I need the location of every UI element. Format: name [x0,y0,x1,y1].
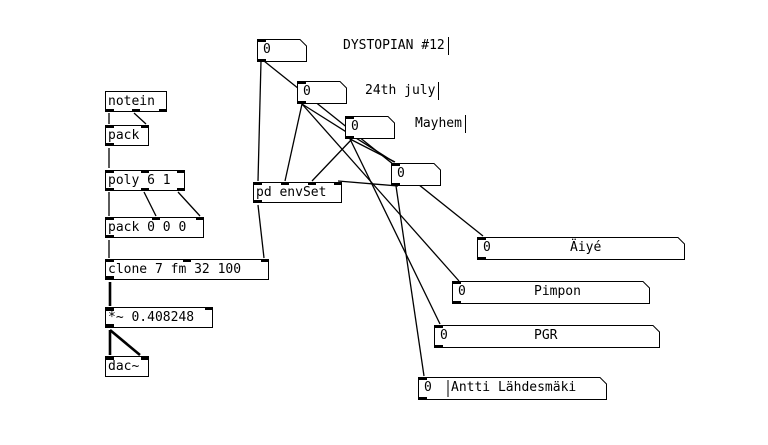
cord-n3-pgr [349,138,441,325]
clone-object[interactable]: clone 7 fm 32 100 [105,259,269,280]
multiply-signal-object[interactable]: *~ 0.408248 [105,307,213,328]
cord-n4-envset [337,180,399,187]
cord-n2-pimpon [301,103,460,282]
number-box-antti-label: Antti Lähdesmäki [451,380,577,395]
envset-subpatch-object[interactable]: pd envSet [253,182,342,203]
number-box-1[interactable]: 0 [257,39,307,62]
dac-object[interactable]: dac~ [105,356,149,377]
title-comment[interactable]: DYSTOPIAN #12 [343,37,449,55]
number-box-3-value: 0 [351,119,359,134]
multiply-signal-label: *~ 0.408248 [108,310,195,325]
pack-0-0-0-object[interactable]: pack 0 0 0 [105,217,204,238]
number-box-antti-value: 0 [424,380,432,395]
signal-cord-mult-dac-right [109,329,141,356]
pack-object[interactable]: pack [105,125,149,146]
cord-n3-n4 [349,138,396,163]
cord-poly-pack4-3 [177,191,201,217]
notein-object[interactable]: notein [105,91,167,112]
envset-label: pd envSet [256,185,327,200]
notein-label: notein [108,94,155,109]
number-box-2[interactable]: 0 [297,81,347,104]
number-box-aiye-value: 0 [483,240,491,255]
pack-label: pack [108,128,140,143]
number-box-pgr[interactable]: 0 PGR [434,325,660,348]
cord-notein-pack-2 [133,112,147,125]
number-box-pgr-label: PGR [534,328,558,343]
number-box-aiye-label: Äiyé [570,240,602,255]
dac-label: dac~ [108,359,140,374]
cord-n1-envset [257,60,262,182]
number-box-pimpon-label: Pimpon [534,284,581,299]
subtitle-comment[interactable]: Mayhem [415,115,466,133]
number-box-2-value: 0 [303,84,311,99]
cord-envset-clone [257,204,265,259]
poly-label: poly 6 1 [108,173,171,188]
cord-poly-pack4-2 [143,191,157,217]
cord-n3-envset [311,138,353,182]
number-box-aiye[interactable]: 0 Äiyé [477,237,685,260]
number-box-antti[interactable]: 0 Antti Lähdesmäki [418,377,607,400]
number-box-4-value: 0 [397,166,405,181]
clone-label: clone 7 fm 32 100 [108,262,242,277]
number-box-3[interactable]: 0 [345,116,395,139]
number-box-pimpon-value: 0 [458,284,466,299]
number-box-1-value: 0 [263,42,271,57]
poly-object[interactable]: poly 6 1 [105,170,185,191]
number-box-pgr-value: 0 [440,328,448,343]
pack-0-0-0-label: pack 0 0 0 [108,220,187,235]
number-box-4[interactable]: 0 [391,163,441,186]
date-comment[interactable]: 24th july [365,82,440,100]
number-box-pimpon[interactable]: 0 Pimpon [452,281,650,304]
cord-n2-envset [284,103,303,182]
cord-n4-antti [395,185,425,377]
